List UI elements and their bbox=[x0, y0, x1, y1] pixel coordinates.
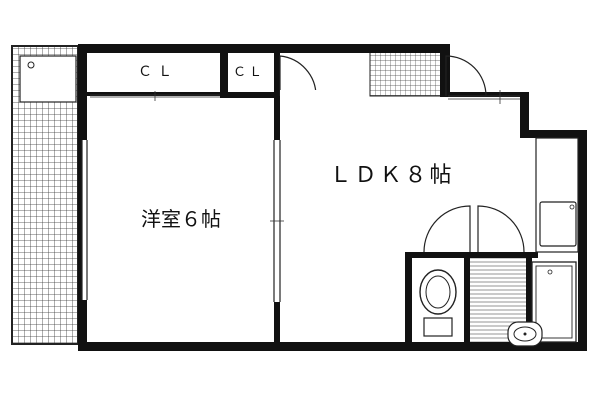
western-room-label: 洋室６帖 bbox=[141, 207, 221, 231]
ldk-label: ＬＤＫ８帖 bbox=[329, 163, 454, 188]
toilet-icon bbox=[419, 269, 457, 337]
doors bbox=[279, 55, 525, 253]
closet-small-label: ＣＬ bbox=[233, 65, 265, 80]
closet-door-swing bbox=[279, 55, 317, 97]
kitchen bbox=[535, 137, 579, 253]
sink-icon bbox=[539, 201, 577, 247]
washbasin-icon bbox=[507, 321, 543, 347]
entrance-floor bbox=[369, 49, 443, 97]
entrance-door-swing bbox=[445, 55, 487, 97]
balcony-unit bbox=[19, 55, 77, 103]
balcony-drain-icon bbox=[27, 61, 35, 69]
toilet-door-swing bbox=[423, 205, 471, 253]
closet-large-label: ＣＬ bbox=[138, 64, 178, 80]
balcony bbox=[11, 45, 79, 345]
washroom-door-swing bbox=[477, 205, 525, 253]
openings bbox=[81, 90, 520, 302]
